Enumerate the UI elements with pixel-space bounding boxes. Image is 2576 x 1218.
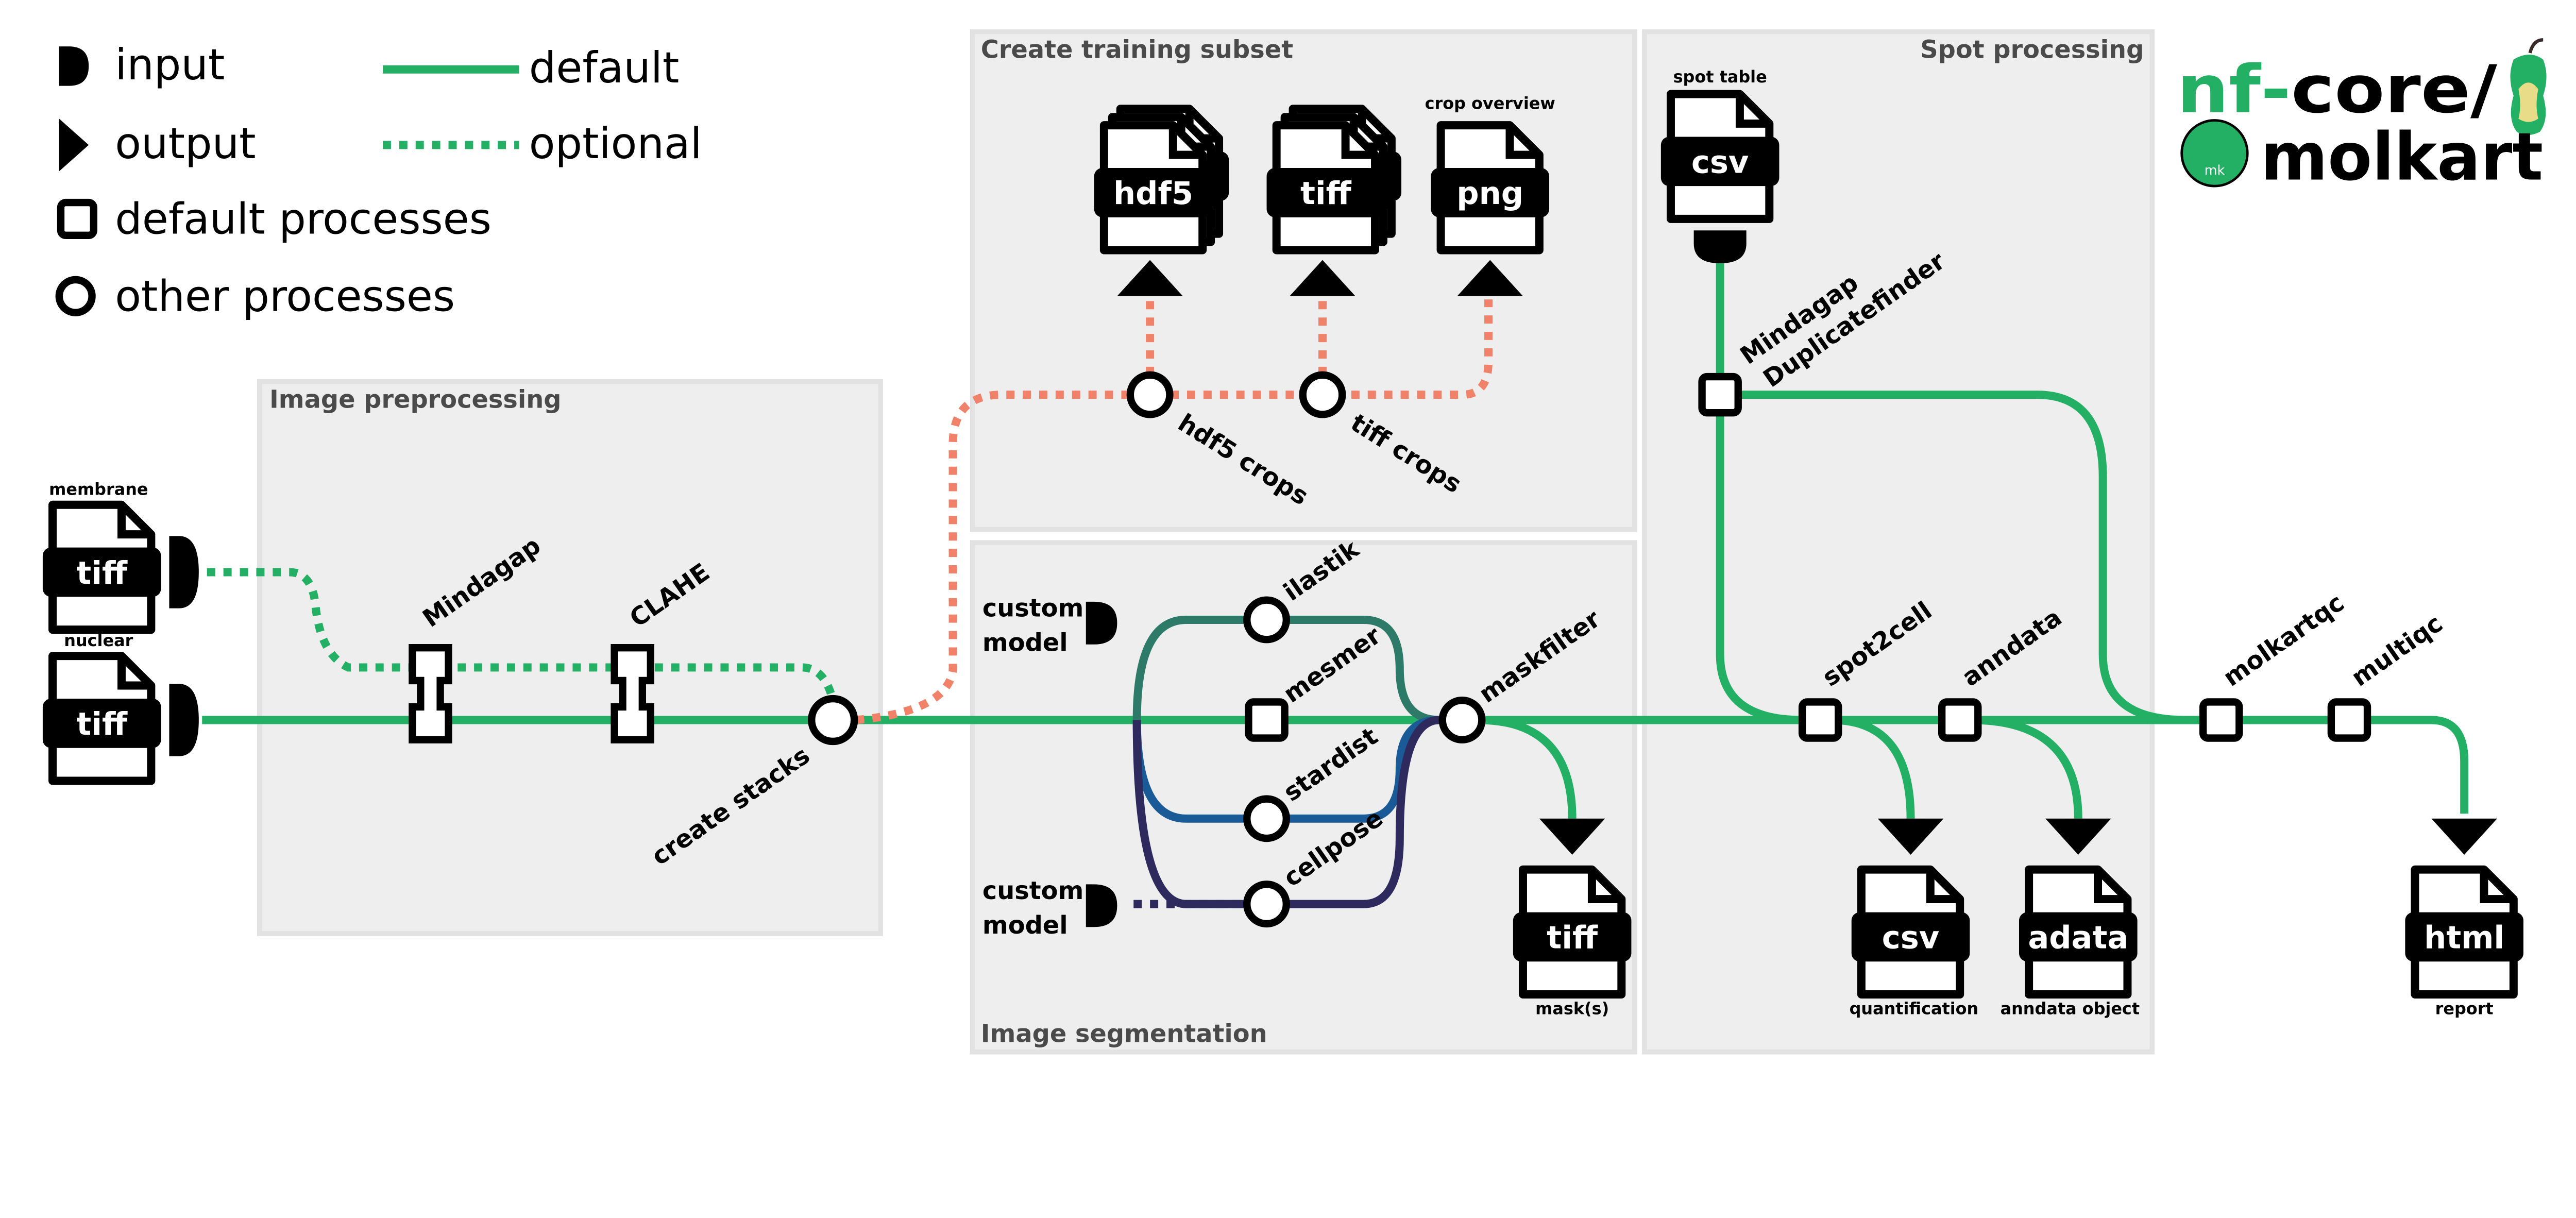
output-hdf5[interactable]: hdf5 [1094, 109, 1229, 296]
output-crop-overview[interactable]: crop overview png [1425, 93, 1555, 296]
svg-text:custom: custom [982, 595, 1083, 623]
panel-title: Image preprocessing [269, 386, 562, 414]
file-label: quantification [1850, 999, 1979, 1018]
stardist-line [1132, 716, 1439, 823]
output-arrow-icon [1290, 260, 1355, 296]
input-icon [1086, 884, 1117, 927]
file-label: mask(s) [1535, 999, 1609, 1018]
panel-title: Image segmentation [981, 1020, 1267, 1048]
output-arrow-icon [1117, 260, 1183, 296]
spot-qc-line [1720, 391, 2185, 724]
panel-title: Create training subset [981, 36, 1293, 64]
spot-line [1716, 263, 1803, 724]
training-subset-line [855, 299, 1493, 724]
panel-image-preprocessing: Image preprocessing [257, 379, 883, 936]
nuclear-input[interactable]: nuclear tiff [43, 631, 199, 781]
output-tiff-crops[interactable]: tiff [1267, 109, 1401, 296]
file-format: hdf5 [1113, 176, 1193, 212]
input-icon [169, 536, 199, 608]
legend-optional: optional [529, 119, 702, 168]
file-label: report [2435, 999, 2494, 1018]
membrane-input[interactable]: membrane tiff [43, 480, 199, 630]
file-format: tiff [1300, 176, 1352, 212]
process-molkartqc[interactable]: molkartqc [2199, 588, 2350, 742]
logo-badge-text: mk [2205, 163, 2225, 178]
logo-core: core/ [2291, 52, 2497, 128]
apple-core-icon [2510, 38, 2547, 136]
output-quantification[interactable]: csv quantification [1850, 818, 1979, 1018]
mask-output-line [1478, 716, 1577, 819]
main-line [202, 716, 2469, 814]
circle-icon [55, 276, 96, 316]
svg-text:custom: custom [982, 877, 1083, 905]
nf-core-molkart-logo: nf-core/ mk molkart [2177, 38, 2547, 195]
molkart-badge-icon [2180, 119, 2249, 188]
svg-text:molkartqc: molkartqc [2218, 588, 2350, 692]
output-arrow-icon [2045, 818, 2111, 855]
output-arrow-icon [1539, 818, 1605, 855]
custom-model-input-1[interactable]: custom model [982, 595, 1117, 657]
legend-default: default [529, 43, 680, 93]
input-icon [1693, 230, 1747, 264]
pipeline-lines [202, 263, 2469, 908]
svg-text:multiqc: multiqc [2346, 610, 2448, 692]
input-icon [1086, 601, 1117, 645]
panel-title: Spot processing [1920, 36, 2144, 64]
svg-text:model: model [982, 629, 1068, 657]
output-report[interactable]: html report [2405, 818, 2523, 1018]
file-format: tiff [76, 706, 128, 742]
legend-default-processes: default processes [115, 194, 492, 244]
file-label: membrane [49, 480, 148, 499]
file-format: tiff [76, 555, 128, 591]
output-arrow-icon [1457, 260, 1523, 296]
logo-dash: - [2261, 52, 2291, 128]
quantification-output-line [1832, 716, 1915, 819]
legend-other-processes: other processes [115, 271, 455, 321]
square-icon [57, 198, 97, 239]
file-format: csv [1691, 145, 1749, 181]
file-format: adata [2028, 920, 2128, 956]
output-masks[interactable]: tiff mask(s) [1513, 818, 1632, 1018]
spot-table-input[interactable]: spot table csv [1661, 67, 1780, 264]
anndata-output-line [1971, 716, 2082, 819]
ilastik-line [1132, 615, 1439, 724]
legend: input output default processes other pro… [55, 40, 702, 321]
file-label: crop overview [1425, 93, 1555, 113]
output-arrow-icon [1877, 818, 1944, 855]
output-anndata[interactable]: adata anndata object [2001, 818, 2140, 1018]
file-label: anndata object [2001, 999, 2140, 1018]
svg-text:model: model [982, 911, 1068, 940]
file-format: html [2424, 920, 2504, 956]
output-arrow-icon [2431, 818, 2497, 855]
file-label: spot table [1673, 67, 1767, 87]
logo-molkart: molkart [2261, 119, 2543, 195]
input-icon [59, 46, 89, 86]
output-icon [59, 119, 89, 172]
legend-input: input [115, 40, 225, 90]
pipeline-diagram: Image preprocessing Create training subs… [0, 29, 2547, 1055]
logo-nf: nf [2177, 52, 2262, 128]
custom-model-input-2[interactable]: custom model [982, 877, 1117, 940]
input-icon [169, 684, 199, 756]
legend-output: output [115, 119, 256, 168]
file-format: tiff [1547, 920, 1598, 956]
svg-text:nf-core/: nf-core/ [2177, 52, 2497, 128]
cellpose-line [1132, 716, 1439, 908]
file-format: png [1456, 176, 1523, 212]
file-format: csv [1882, 920, 1939, 956]
file-label: nuclear [64, 631, 133, 650]
membrane-optional-line [207, 568, 837, 702]
